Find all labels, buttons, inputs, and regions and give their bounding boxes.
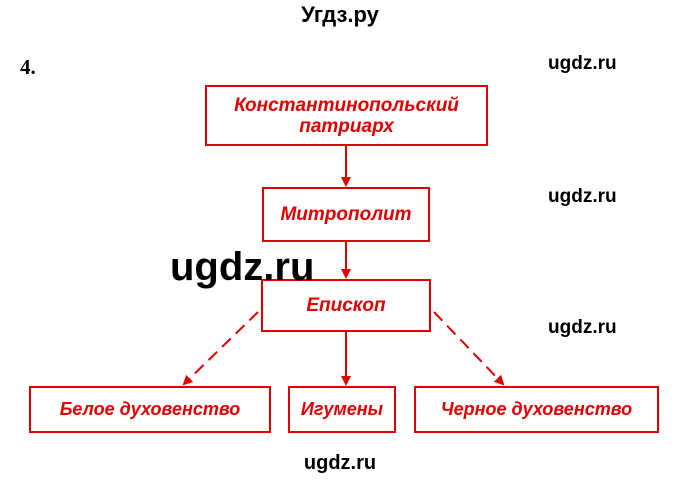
- watermark: ugdz.ru: [548, 317, 617, 338]
- watermark-large: ugdz.ru: [170, 245, 315, 289]
- node-metropolitan: Митрополит: [262, 187, 430, 242]
- node-label: Игумены: [300, 399, 384, 419]
- node-label: Белое духовенство: [59, 399, 241, 419]
- edge-bishop-black-clergy: [433, 311, 505, 386]
- task-number: 4.: [20, 55, 36, 79]
- node-label: Константинопольский патриарх: [234, 94, 459, 137]
- node-black-clergy: Черное духовенство: [414, 386, 659, 433]
- watermark: ugdz.ru: [548, 186, 617, 207]
- edge-bishop-white-clergy: [182, 311, 259, 386]
- node-label: Епископ: [306, 295, 386, 316]
- node-bishop: Епископ: [261, 279, 431, 332]
- watermark: ugdz.ru: [548, 53, 617, 74]
- node-constantinople-patriarch: Константинопольский патриарх: [205, 85, 488, 146]
- node-hegumens: Игумены: [288, 386, 396, 433]
- node-label: Черное духовенство: [440, 399, 633, 419]
- watermark-bottom: ugdz.ru: [303, 452, 377, 474]
- node-white-clergy: Белое духовенство: [29, 386, 271, 433]
- site-watermark-title: Угдз.ру: [301, 2, 379, 27]
- node-label: Митрополит: [280, 204, 412, 225]
